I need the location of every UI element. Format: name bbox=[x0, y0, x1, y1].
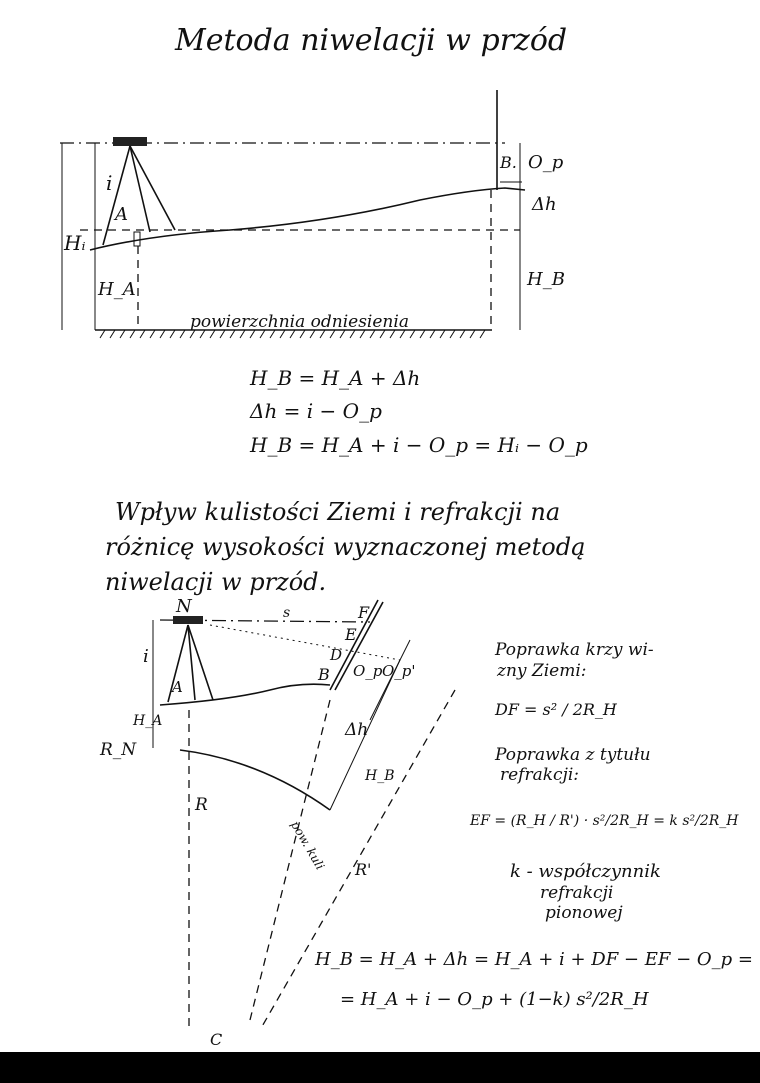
top-diagram: i A Hᵢ H_A B. O_p Δh H_B powierzchnia od… bbox=[60, 90, 565, 339]
refraction-radius-line bbox=[259, 689, 456, 1031]
bottom-diagram: N s F E D B O_p O_p' i A H_A R_N Δh H_B … bbox=[99, 596, 456, 1049]
sphere-surface bbox=[179, 749, 331, 811]
label-Op: O_p bbox=[353, 662, 383, 680]
tripod-icon bbox=[167, 624, 214, 703]
label-A: A bbox=[170, 678, 183, 696]
label-A: A bbox=[113, 204, 128, 225]
notes: Poprawka krzy wi- zny Ziemi: DF = s² / 2… bbox=[314, 640, 753, 1010]
label-D: D bbox=[329, 646, 342, 664]
label-R-prime: R' bbox=[354, 860, 371, 879]
tripod-icon bbox=[102, 145, 176, 246]
refraction-title-2: refrakcji: bbox=[500, 765, 579, 785]
level-instrument-icon bbox=[113, 137, 147, 146]
refraction-formula: EF = (R_H / R') · s²/2R_H = k s²/2R_H bbox=[469, 813, 739, 829]
label-dh: Δh bbox=[531, 194, 557, 215]
label-i: i bbox=[143, 646, 149, 667]
label-HB: H_B bbox=[526, 269, 565, 290]
label-B: B. bbox=[499, 153, 517, 172]
label-HB: H_B bbox=[364, 768, 395, 784]
formula-HB: H_B = H_A + Δh bbox=[249, 366, 420, 390]
page-title: Metoda niwelacji w przód bbox=[174, 23, 567, 58]
refraction-title-1: Poprawka z tytułu bbox=[494, 745, 651, 765]
label-R: R bbox=[194, 795, 208, 815]
section-heading: Wpływ kulistości Ziemi i refrakcji na ró… bbox=[105, 498, 585, 596]
label-N: N bbox=[175, 596, 193, 617]
terrain-profile bbox=[89, 187, 526, 251]
heading-line-2: różnicę wysokości wyznaczonej metodą bbox=[105, 533, 585, 561]
level-instrument-icon bbox=[173, 616, 203, 624]
k-definition-1: k - współczynnik bbox=[510, 861, 661, 882]
final-formula-1: H_B = H_A + Δh = H_A + i + DF − EF − O_p… bbox=[314, 949, 753, 970]
label-RN: R_N bbox=[99, 740, 137, 760]
bottom-black-bar bbox=[0, 1052, 760, 1083]
formulas-top: H_B = H_A + Δh Δh = i − O_p H_B = H_A + … bbox=[249, 366, 588, 457]
final-formula-2: = H_A + i − O_p + (1−k) s²/2R_H bbox=[340, 989, 649, 1010]
label-Op: O_p bbox=[528, 152, 564, 173]
label-reference-surface: powierzchnia odniesienia bbox=[190, 312, 409, 332]
label-sphere-surface: pow. kuli bbox=[288, 818, 327, 872]
curvature-formula: DF = s² / 2R_H bbox=[494, 700, 618, 719]
label-s: s bbox=[283, 605, 290, 621]
k-definition-3: pionowej bbox=[545, 903, 623, 923]
formula-dh: Δh = i − O_p bbox=[249, 399, 382, 423]
label-i: i bbox=[106, 171, 112, 195]
label-HA: H_A bbox=[132, 713, 162, 729]
label-F: F bbox=[357, 603, 370, 622]
label-B: B bbox=[317, 665, 330, 684]
label-E: E bbox=[344, 625, 357, 644]
leveling-staff bbox=[329, 599, 379, 691]
heading-line-1: Wpływ kulistości Ziemi i refrakcji na bbox=[115, 498, 560, 526]
benchmark-A bbox=[133, 231, 141, 247]
curvature-title-1: Poprawka krzy wi- bbox=[494, 640, 654, 660]
curvature-title-2: zny Ziemi: bbox=[496, 661, 587, 681]
label-Op-prime: O_p' bbox=[382, 662, 416, 680]
label-dh: Δh bbox=[344, 720, 368, 740]
terrain-profile bbox=[159, 683, 331, 706]
heading-line-3: niwelacji w przód. bbox=[105, 568, 326, 596]
label-C: C bbox=[210, 1030, 222, 1049]
k-definition-2: refrakcji bbox=[540, 883, 613, 903]
label-Hi: Hᵢ bbox=[63, 231, 85, 255]
label-HA: H_A bbox=[97, 279, 136, 300]
formula-HB-full: H_B = H_A + i − O_p = Hᵢ − O_p bbox=[249, 433, 588, 457]
